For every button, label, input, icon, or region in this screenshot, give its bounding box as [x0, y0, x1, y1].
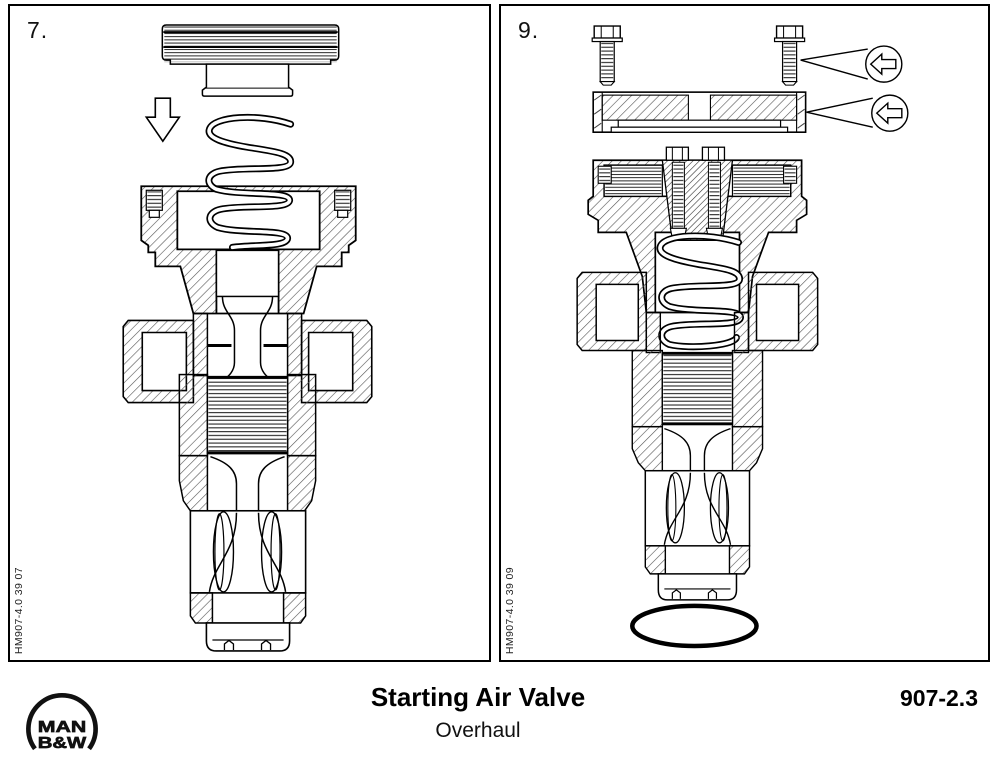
- figure-panel-7: 7. HM907-4.0 39 07: [8, 4, 491, 662]
- threaded-section-9: [631, 349, 764, 428]
- figure-ref-code-9: HM907-4.0 39 09: [504, 566, 516, 654]
- figure-panel-9: 9. HM907-4.0 39 09: [499, 4, 990, 662]
- flange-plug-right: [334, 189, 352, 218]
- valve-spring-housing: [140, 185, 357, 315]
- coil-spring-9: [656, 232, 744, 351]
- valve-head: [205, 622, 291, 652]
- o-ring-shape: [630, 603, 759, 649]
- adjusting-cap: [161, 24, 340, 97]
- valve-head-9: [657, 573, 738, 601]
- side-port-left-9: [576, 271, 648, 352]
- spindle-upper: [212, 249, 283, 393]
- logo-text-bw: B&W: [38, 735, 87, 752]
- fluted-guide-9: [644, 469, 751, 547]
- flange-plug-left: [145, 189, 163, 218]
- stem-wall-right: [286, 312, 303, 377]
- side-port-right-9: [747, 271, 819, 352]
- down-arrow-icon: [144, 97, 181, 143]
- figure-ref-code-7: HM907-4.0 39 07: [13, 566, 25, 654]
- hex-bolt-left: [591, 25, 623, 86]
- coil-spring: [205, 113, 295, 251]
- valve-section-figure-9: [576, 25, 909, 649]
- valve-section-figure-7: [122, 24, 373, 652]
- logo-text-man: MAN: [38, 719, 87, 736]
- stem-wall-left: [192, 312, 209, 377]
- threaded-section: [178, 373, 317, 457]
- cover-plate: [592, 91, 807, 133]
- loosen-callout-icon-bottom: [806, 94, 909, 132]
- figure-label-7: 7.: [27, 17, 49, 43]
- page-title: Starting Air Valve: [370, 682, 586, 712]
- fluted-guide: [189, 509, 307, 594]
- doc-number: 907-2.3: [899, 685, 978, 711]
- lower-body: [178, 454, 317, 516]
- figure-label-9: 9.: [518, 17, 540, 43]
- lower-body-9: [631, 425, 764, 476]
- loosen-callout-icon-top: [800, 45, 903, 83]
- man-bw-logo: MAN B&W: [26, 693, 98, 752]
- page-subtitle: Overhaul: [435, 719, 521, 742]
- hex-bolt-right: [773, 25, 806, 86]
